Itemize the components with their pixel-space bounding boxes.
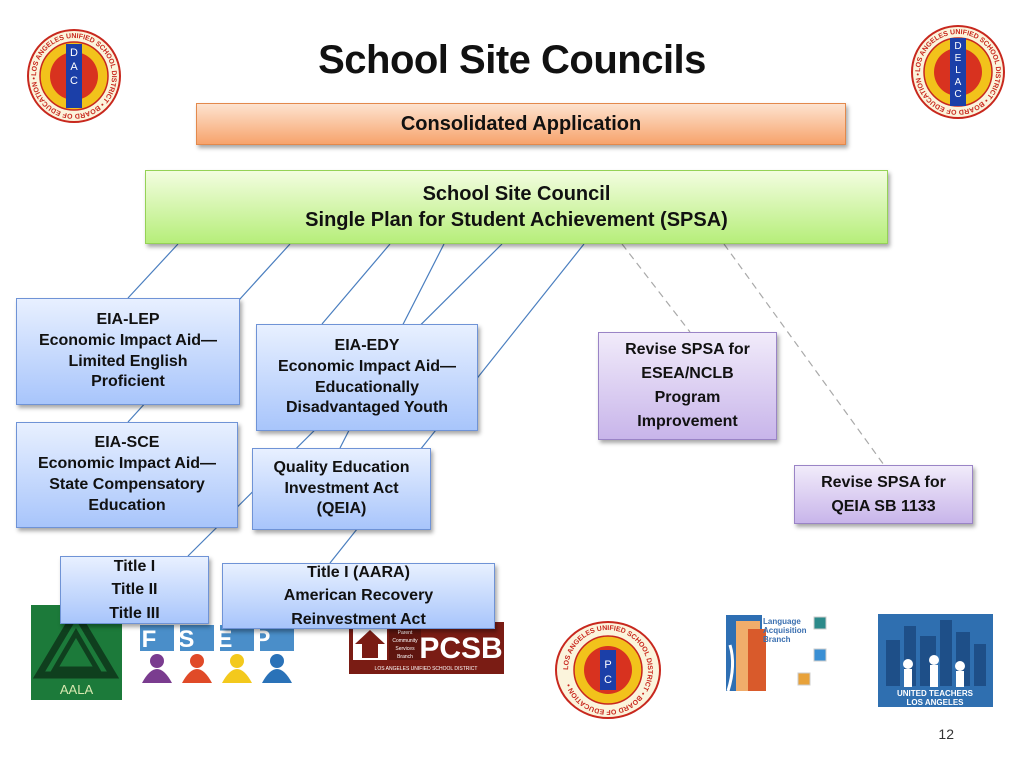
lab-line-2: Acquisition	[763, 626, 807, 635]
aala-emblem	[32, 606, 120, 679]
dac-seal-letter-d: D	[70, 47, 78, 59]
aara-line-1: Title I (AARA)	[307, 564, 410, 582]
pc-seal-letter-p: P	[604, 659, 611, 671]
qeia-line-1: Quality Education	[273, 458, 410, 476]
delac-seal-letter-a: A	[955, 77, 962, 88]
delac-seal-letter-e: E	[955, 53, 962, 64]
utla-line-1: UNITED TEACHERS	[897, 689, 974, 698]
delac-seal-letter-c: C	[954, 89, 961, 100]
aara-box: Title I (AARA) American Recovery Reinves…	[222, 563, 495, 629]
delac-seal-logo: LOS ANGELES UNIFIED SCHOOL DISTRICT • BO…	[911, 25, 1005, 119]
pcsb-side-4: Branch	[397, 654, 413, 660]
pc-seal-logo: LOS ANGELES UNIFIED SCHOOL DISTRICT • BO…	[555, 621, 661, 719]
connector-revise-qeia	[723, 243, 885, 466]
qeia-line-2: Investment Act	[284, 479, 399, 497]
aala-label: AALA	[59, 682, 94, 697]
pcsb-wordmark: PCSB	[419, 632, 502, 665]
revise-esea-line-4: Improvement	[637, 413, 738, 430]
eia-edy-box: EIA-EDY Economic Impact Aid— Educational…	[256, 324, 478, 431]
connector-revise-esea	[621, 243, 691, 333]
dac-seal-letter-a: A	[70, 61, 78, 73]
pcsb-side-2: Community	[392, 638, 418, 644]
titles-line-1: Title I	[113, 558, 156, 576]
page-number: 12	[938, 726, 954, 742]
eia-sce-line-2: Economic Impact Aid—	[37, 455, 217, 473]
council-plan: Single Plan for Student Achievement (SPS…	[305, 209, 728, 231]
eia-sce-box: EIA-SCE Economic Impact Aid— State Compe…	[16, 422, 238, 528]
fsep-letters: FSEP	[142, 626, 293, 653]
aara-line-3: Reinvestment Act	[291, 610, 426, 628]
titles-line-2: Title II	[111, 581, 158, 599]
revise-esea-line-2: ESEA/NCLB	[641, 365, 734, 382]
revise-qeia-line-2: QEIA SB 1133	[831, 497, 936, 515]
dac-seal-logo: LOS ANGELES UNIFIED SCHOOL DISTRICT • BO…	[27, 29, 121, 123]
eia-sce-line-3: State Compensatory	[49, 476, 205, 493]
revise-esea-box: Revise SPSA for ESEA/NCLB Program Improv…	[598, 332, 777, 440]
revise-esea-line-1: Revise SPSA for	[625, 341, 750, 358]
pc-seal-letter-c: C	[604, 674, 612, 686]
eia-edy-line-3: Educationally	[314, 378, 420, 396]
pcsb-side-3: Services	[395, 646, 415, 652]
qeia-line-3: (QEIA)	[316, 500, 367, 518]
eia-lep-line-2: Economic Impact Aid—	[38, 331, 218, 349]
aara-line-2: American Recovery	[283, 587, 434, 605]
language-acquisition-branch-logo: Language Acquisition Branch	[726, 615, 827, 692]
eia-sce-line-4: Education	[88, 496, 166, 514]
utla-logo: UNITED TEACHERS LOS ANGELES	[878, 614, 993, 707]
school-site-council-box: School Site Council Single Plan for Stud…	[145, 170, 888, 244]
pcsb-logo: Parent Community Services Branch PCSB LO…	[349, 622, 504, 674]
eia-sce-line-1: EIA-SCE	[94, 434, 160, 452]
fsep-logo: FSEP	[140, 625, 294, 683]
titles-box: Title I Title II Title III	[60, 556, 209, 624]
council-title: School Site Council	[422, 183, 611, 205]
consolidated-application-label: Consolidated Application	[400, 113, 642, 135]
eia-lep-line-3: Limited English	[68, 352, 188, 370]
eia-edy-line-2: Economic Impact Aid—	[277, 357, 457, 375]
dac-seal-letter-c: C	[70, 75, 78, 87]
consolidated-application-box: Consolidated Application	[196, 103, 846, 145]
connector-eia-lep	[127, 243, 179, 299]
page-title: School Site Councils	[318, 38, 706, 82]
revise-qeia-line-1: Revise SPSA for	[821, 473, 946, 491]
connector-eia-edy	[321, 243, 391, 325]
eia-lep-line-1: EIA-LEP	[96, 310, 160, 328]
eia-edy-line-4: Disadvantaged Youth	[285, 399, 449, 417]
delac-seal-letter-d: D	[954, 41, 961, 52]
pcsb-side-1: Parent	[398, 630, 413, 636]
utla-line-2: LOS ANGELES	[906, 698, 964, 707]
revise-esea-line-3: Program	[654, 389, 721, 406]
revise-qeia-box: Revise SPSA for QEIA SB 1133	[794, 465, 973, 524]
titles-line-3: Title III	[109, 604, 160, 622]
qeia-box: Quality Education Investment Act (QEIA)	[252, 448, 431, 530]
eia-lep-box: EIA-LEP Economic Impact Aid— Limited Eng…	[16, 298, 240, 405]
lab-line-1: Language	[763, 617, 801, 626]
delac-seal-letter-l: L	[955, 65, 961, 76]
eia-lep-line-4: Proficient	[91, 373, 165, 391]
pcsb-subtitle: LOS ANGELES UNIFIED SCHOOL DISTRICT	[375, 666, 478, 672]
eia-edy-line-1: EIA-EDY	[334, 336, 400, 354]
lab-line-3: Branch	[763, 635, 791, 644]
